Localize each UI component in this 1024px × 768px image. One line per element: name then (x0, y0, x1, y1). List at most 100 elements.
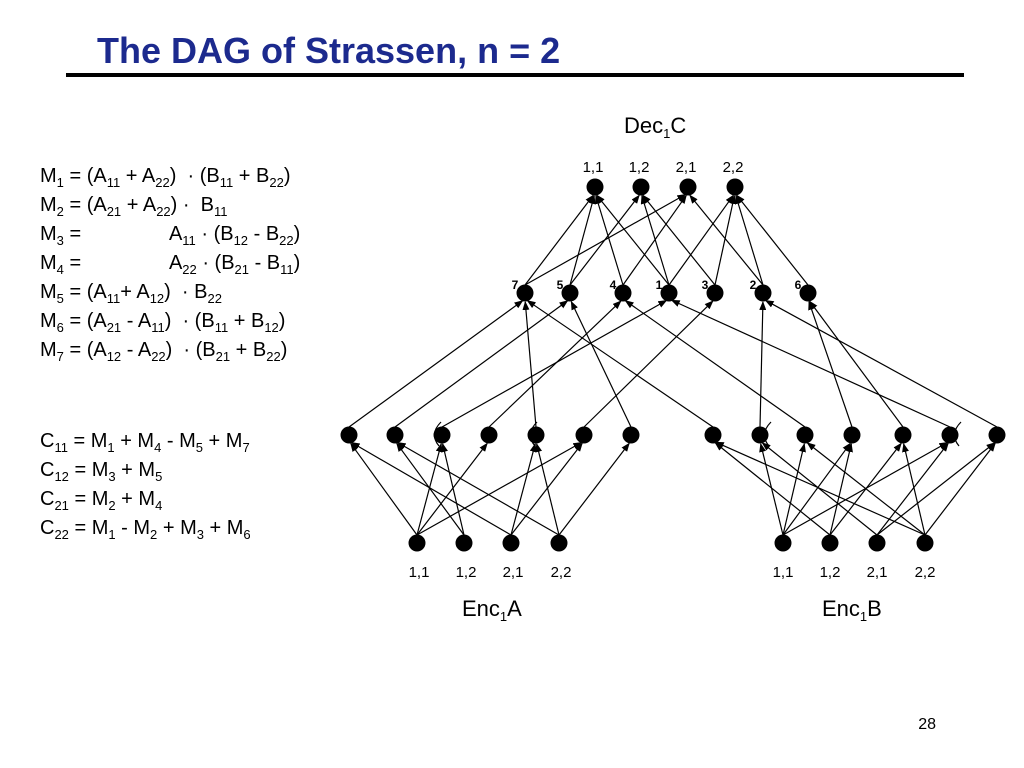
text-run: ) (283, 165, 291, 187)
page-number: 28 (918, 716, 936, 733)
encoder-a-edge (558, 442, 630, 536)
node-label: 5 (557, 278, 564, 292)
subscript: 22 (279, 233, 294, 248)
text-run: + A (121, 194, 157, 216)
text-run: - A (121, 339, 152, 361)
text-run: C (40, 517, 55, 539)
product-node (754, 284, 772, 302)
product-edge (670, 299, 951, 428)
node-label: 1,2 (820, 564, 841, 581)
product-edge (583, 300, 714, 428)
encoder-a-edge (441, 442, 465, 536)
product-node (706, 284, 724, 302)
product-edge (809, 300, 904, 428)
encoder-b-edge (924, 442, 996, 536)
text-run: - B (249, 252, 281, 274)
text-run: = A (63, 252, 183, 274)
equation-text: C12 = M3 + M5 (40, 456, 162, 485)
subscript: 22 (155, 175, 170, 190)
text-run: · (B (196, 252, 235, 274)
subscript: 6 (56, 320, 64, 335)
text-run: - A (121, 310, 152, 332)
text-run: C (40, 459, 55, 481)
input-b-node (868, 534, 886, 552)
decoder-label: Dec1C (624, 113, 686, 140)
decoder-edge (642, 194, 716, 286)
subscript: 12 (264, 320, 279, 335)
subscript: 2 (150, 527, 158, 542)
encoded-node (751, 426, 769, 444)
product-edge (488, 300, 622, 428)
text-run: ) (293, 223, 301, 245)
subscript: 11 (54, 440, 68, 455)
encoded-node (843, 426, 861, 444)
text-run: + M (203, 430, 243, 452)
text-run: ) · (B (169, 165, 220, 187)
encoder-a-edge (416, 442, 488, 536)
text-run: M (40, 194, 57, 216)
dag-nodes (340, 178, 1006, 552)
encoder-a-edge (396, 441, 560, 536)
decoder-edge (596, 194, 670, 286)
node-label: 1,1 (773, 564, 794, 581)
product-edge (441, 299, 668, 428)
text-run: = (A (63, 339, 107, 361)
text-run: B (867, 596, 882, 621)
subscript: 22 (182, 262, 197, 277)
encoded-node (894, 426, 912, 444)
equation-text: M1 = (A11 + A22) · (B11 + B22) (40, 162, 290, 191)
text-run: ) (278, 310, 286, 332)
encoder-a-edge (510, 442, 583, 536)
subscript: 22 (54, 527, 69, 542)
equation-text: M5 = (A11+ A12) · B22 (40, 278, 222, 307)
text-run: M (40, 165, 57, 187)
node-label: 3 (702, 278, 709, 292)
text-run: - M (161, 430, 196, 452)
node-label: 2 (750, 278, 757, 292)
subscript: 11 (182, 233, 196, 248)
text-run: + B (233, 165, 270, 187)
product-edge (570, 300, 632, 428)
encoder-b-edge (782, 442, 851, 536)
text-run: Enc (462, 596, 500, 621)
text-run: + M (114, 430, 155, 452)
text-run: ) · B (170, 194, 215, 216)
node-label: 6 (795, 278, 802, 292)
text-run: M (40, 339, 57, 361)
node-label: 2,2 (723, 159, 744, 176)
node-label: 2,1 (676, 159, 697, 176)
text-run: + A (120, 281, 150, 303)
encoder-a-edge (535, 442, 560, 536)
subscript: 4 (56, 262, 64, 277)
text-run: + M (157, 517, 197, 539)
node-label: 1 (656, 278, 663, 292)
encoder-a-edge (510, 442, 537, 536)
product-edge (522, 300, 537, 428)
product-node (614, 284, 632, 302)
node-label: 1,2 (629, 159, 650, 176)
encoded-node (433, 426, 451, 444)
subscript: 22 (207, 291, 222, 306)
text-run: - B (248, 223, 280, 245)
decoder-edge (524, 193, 687, 286)
node-label: 2,2 (915, 564, 936, 581)
text-run: - M (115, 517, 151, 539)
subscript: 4 (155, 498, 163, 513)
subscript: 1 (107, 440, 115, 455)
text-run: M (40, 310, 57, 332)
decoder-edge (594, 194, 624, 286)
encoder-a-edge (350, 441, 512, 536)
input-b-node (916, 534, 934, 552)
product-edge (624, 300, 806, 428)
decoder-edge (689, 194, 764, 286)
encoded-node (622, 426, 640, 444)
encoder-b-edge (759, 442, 784, 536)
text-run: A (507, 596, 522, 621)
input-a-node (408, 534, 426, 552)
input-a-node (455, 534, 473, 552)
encoder-b-label: Enc1B (822, 596, 882, 623)
decoder-edge (524, 194, 594, 286)
text-run: ) · B (164, 281, 208, 303)
text-run: C (40, 430, 55, 452)
